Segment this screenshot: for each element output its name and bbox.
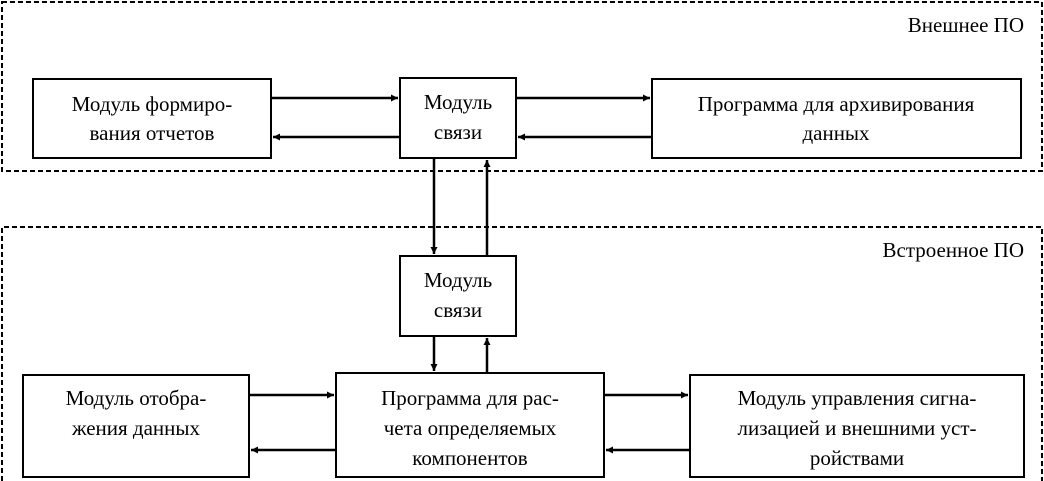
comm-module-embedded-box: Модуль связи	[399, 255, 517, 337]
comm-module-embedded-line-1: Модуль	[424, 268, 492, 292]
calc-program-box: Программа для рас- чета определяемых ком…	[335, 372, 605, 478]
report-module-line-2: вания отчетов	[90, 121, 215, 145]
embedded-software-group: Встроенное ПО	[1, 226, 1043, 481]
calc-program-line-2: чета определяемых	[384, 416, 557, 440]
alarm-module-line-2: лизацией и внешними уст-	[738, 416, 977, 440]
external-software-label: Внешнее ПО	[908, 13, 1024, 37]
comm-module-embedded-line-2: связи	[434, 298, 482, 322]
archive-program-box: Программа для архивирования данных	[651, 78, 1022, 159]
alarm-module-line-1: Модуль управления сигна-	[738, 386, 977, 410]
alarm-module-line-3: ройствами	[810, 446, 904, 470]
comm-module-external-box: Модуль связи	[399, 77, 517, 159]
external-software-group: Внешнее ПО	[1, 1, 1043, 172]
calc-program-line-3: компонентов	[412, 446, 527, 470]
comm-module-external-line-2: связи	[434, 120, 482, 144]
alarm-module-box: Модуль управления сигна- лизацией и внеш…	[689, 374, 1025, 478]
archive-program-line-1: Программа для архивирования	[698, 92, 975, 116]
display-module-line-2: жения данных	[71, 416, 201, 440]
embedded-software-label: Встроенное ПО	[883, 238, 1024, 262]
display-module-line-1: Модуль отобра-	[66, 386, 207, 410]
report-module-line-1: Модуль формиро-	[72, 92, 232, 116]
calc-program-line-1: Программа для рас-	[381, 386, 559, 410]
report-module-box: Модуль формиро- вания отчетов	[32, 78, 272, 159]
archive-program-line-2: данных	[802, 121, 870, 145]
comm-module-external-line-1: Модуль	[424, 90, 492, 114]
display-module-box: Модуль отобра- жения данных	[22, 374, 250, 478]
